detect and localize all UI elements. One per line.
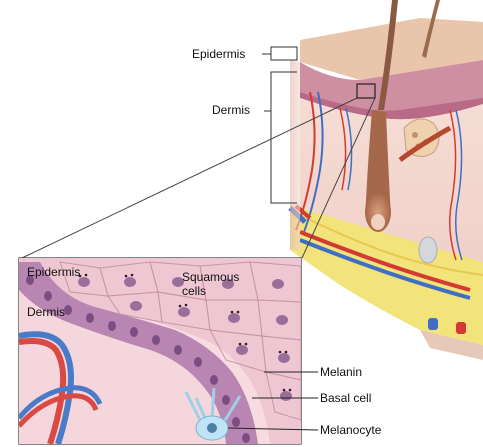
label-melanin: Melanin <box>320 365 362 379</box>
label-melanocyte: Melanocyte <box>320 423 381 437</box>
label-basal-cell: Basal cell <box>320 391 371 405</box>
artery-cut <box>456 322 466 334</box>
label-squamous-line2: cells <box>182 284 239 298</box>
label-epidermis: Epidermis <box>192 47 245 61</box>
vein-cut <box>428 318 438 330</box>
label-inset-dermis: Dermis <box>27 305 65 319</box>
label-dermis: Dermis <box>212 103 250 117</box>
label-squamous-line1: Squamous <box>182 270 239 284</box>
label-inset-epidermis: Epidermis <box>27 265 80 279</box>
label-squamous: Squamous cells <box>182 270 239 298</box>
skin-block <box>290 0 483 360</box>
inset-panel <box>19 258 301 444</box>
